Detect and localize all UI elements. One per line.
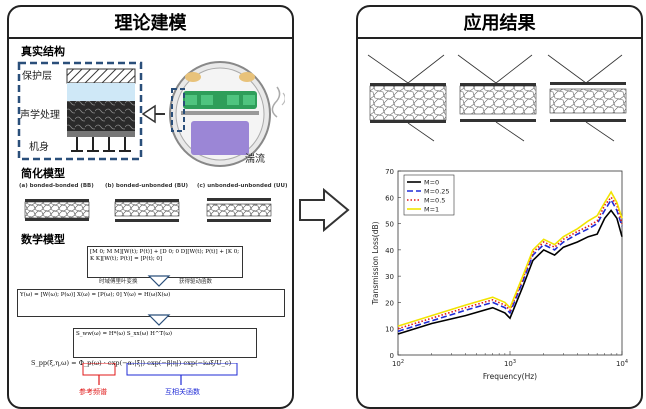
theory-panel: 理论建模 真实结构 xyxy=(7,5,294,409)
fourier-note: 时域傅里叶变换 xyxy=(99,279,138,285)
y-tick-label: 70 xyxy=(385,168,394,176)
series-line-0 xyxy=(397,209,623,335)
real-structure-heading: 真实结构 xyxy=(21,45,65,58)
cross-correlation-label: 互相关函数 xyxy=(165,388,200,396)
y-tick-label: 10 xyxy=(385,326,394,334)
case-bb-label: (a) bonded-bonded (BB) xyxy=(19,183,94,189)
y-tick-label: 30 xyxy=(385,273,394,281)
down-arrow-1-icon xyxy=(147,275,171,287)
legend-label-1: M=0.25 xyxy=(424,188,450,196)
layer-label-protection: 保护层 xyxy=(22,71,52,82)
results-panel-title: 应用结果 xyxy=(358,7,641,39)
case-bu-sketch xyxy=(114,199,180,222)
case-uu-label: (c) unbonded-unbonded (UU) xyxy=(197,183,288,189)
wave-sketch-uu xyxy=(547,54,627,142)
y-tick-label: 60 xyxy=(385,194,394,202)
x-tick-label: 102 xyxy=(392,359,404,368)
equation-highlight-marks xyxy=(82,363,238,385)
equation-spectral: S_ww(ω) = H*(ω) S_xx(ω) H^T(ω) xyxy=(73,328,257,358)
driving-function-note: 获得驱动函数 xyxy=(179,279,213,285)
simplified-model-sketches xyxy=(24,198,272,222)
equation-motion: [M 0; M M][W(t); P(t)] + [D 0; 0 D][W(t)… xyxy=(87,246,243,278)
y-axis-label: Transmission Loss(dB) xyxy=(371,221,380,305)
series-line-1 xyxy=(397,198,623,333)
simplified-model-heading: 简化模型 xyxy=(21,167,65,180)
x-axis-label: Frequency(Hz) xyxy=(483,372,537,381)
y-tick-label: 20 xyxy=(385,299,394,307)
flow-arrow-icon xyxy=(299,188,350,232)
case-uu-sketch xyxy=(206,198,272,222)
real-structure-sketch xyxy=(17,61,285,167)
reference-spectrum-label: 参考频谱 xyxy=(79,388,107,396)
down-arrow-2-icon xyxy=(147,314,171,326)
legend-label-0: M=0 xyxy=(424,179,439,187)
x-tick-label: 103 xyxy=(504,359,516,368)
incident-wave-sketches xyxy=(367,54,627,142)
y-tick-label: 50 xyxy=(385,221,394,229)
math-model-heading: 数学模型 xyxy=(21,233,65,246)
y-tick-label: 40 xyxy=(385,247,394,255)
x-tick-label: 104 xyxy=(616,359,628,368)
turbulence-label: 湍流 xyxy=(245,154,265,165)
y-tick-label: 0 xyxy=(390,352,394,360)
legend-label-3: M=1 xyxy=(424,206,439,214)
layer-label-acoustic: 声学处理 xyxy=(20,110,60,121)
layer-label-fuselage: 机身 xyxy=(29,142,49,153)
results-panel: 应用结果 xyxy=(356,5,643,409)
equation-transfer: Y(ω) = [W(ω); P(ω)] X(ω) = [P(ω); 0] Y(ω… xyxy=(17,289,285,317)
wave-sketch-bb xyxy=(367,54,447,142)
series-line-3 xyxy=(397,190,623,327)
legend-label-2: M=0.5 xyxy=(424,197,445,205)
case-bb-sketch xyxy=(24,199,90,221)
wave-sketch-bu xyxy=(457,54,537,142)
case-bu-label: (b) bonded-unbonded (BU) xyxy=(105,183,189,189)
theory-panel-title: 理论建模 xyxy=(9,7,292,39)
